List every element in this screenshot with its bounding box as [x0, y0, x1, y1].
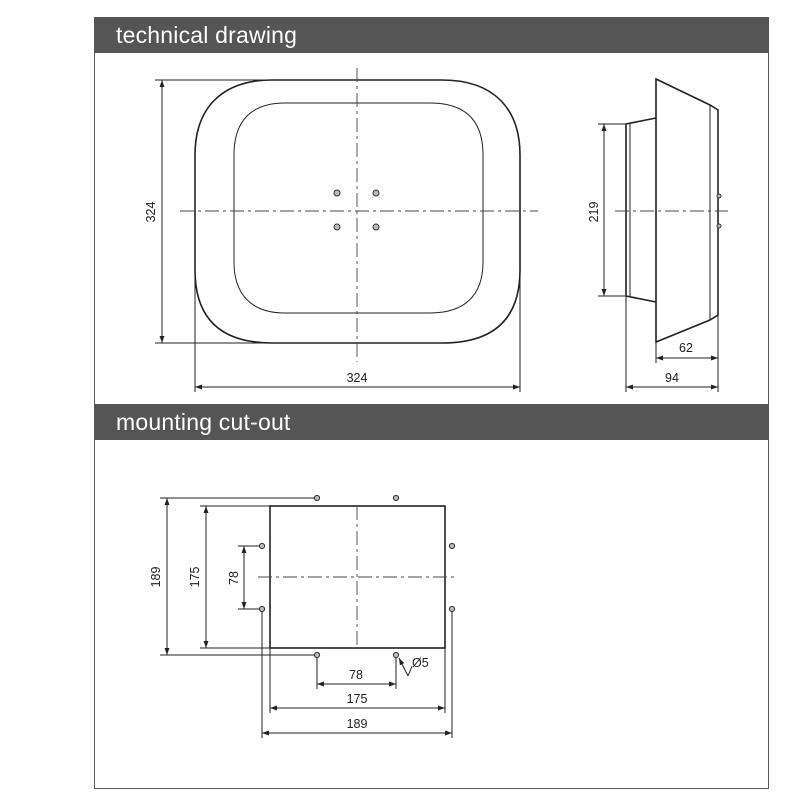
front-view: 324 324	[144, 68, 538, 392]
side-depth-total-label: 94	[665, 371, 679, 385]
front-screw-hole	[372, 189, 380, 197]
cutout-hole-spacing-h-label: 78	[349, 668, 363, 682]
side-body-outline	[655, 77, 719, 344]
cutout-hole	[313, 494, 321, 502]
side-mount-nub	[716, 193, 722, 199]
cutout-hole	[448, 605, 456, 613]
cutout-hole	[392, 494, 400, 502]
hole-diameter-leader	[398, 657, 409, 677]
section-header-mounting-cutout: mounting cut-out	[94, 404, 769, 440]
front-screw-hole	[333, 189, 341, 197]
front-width-label: 324	[347, 371, 368, 385]
cutout-width-label: 175	[347, 692, 368, 706]
front-inner-outline	[233, 102, 484, 314]
section-header-technical-drawing: technical drawing	[94, 17, 769, 53]
mounting-cutout-view: 189 175 78 78 Ø5 175 189	[149, 494, 456, 738]
side-height-label: 219	[587, 202, 601, 223]
hole-diameter-leader-tail	[407, 665, 413, 677]
front-outer-outline	[194, 79, 521, 344]
front-height-label: 324	[144, 202, 158, 223]
cutout-hole	[392, 651, 400, 659]
hole-diameter-label: Ø5	[412, 656, 429, 670]
cutout-hole-spacing-v-label: 78	[227, 571, 241, 585]
side-mount-nub	[716, 223, 722, 229]
cutout-hole	[258, 605, 266, 613]
cutout-hole	[258, 542, 266, 550]
cutout-height-label: 175	[188, 567, 202, 588]
side-view: 219 62 94	[587, 77, 728, 392]
side-flange-outline	[625, 117, 657, 303]
cutout-outer-height-label: 189	[149, 567, 163, 588]
front-screw-hole	[372, 223, 380, 231]
side-depth-small-label: 62	[679, 341, 693, 355]
cutout-hole	[313, 651, 321, 659]
cutout-outer-width-label: 189	[347, 717, 368, 731]
front-screw-hole	[333, 223, 341, 231]
cutout-hole	[448, 542, 456, 550]
